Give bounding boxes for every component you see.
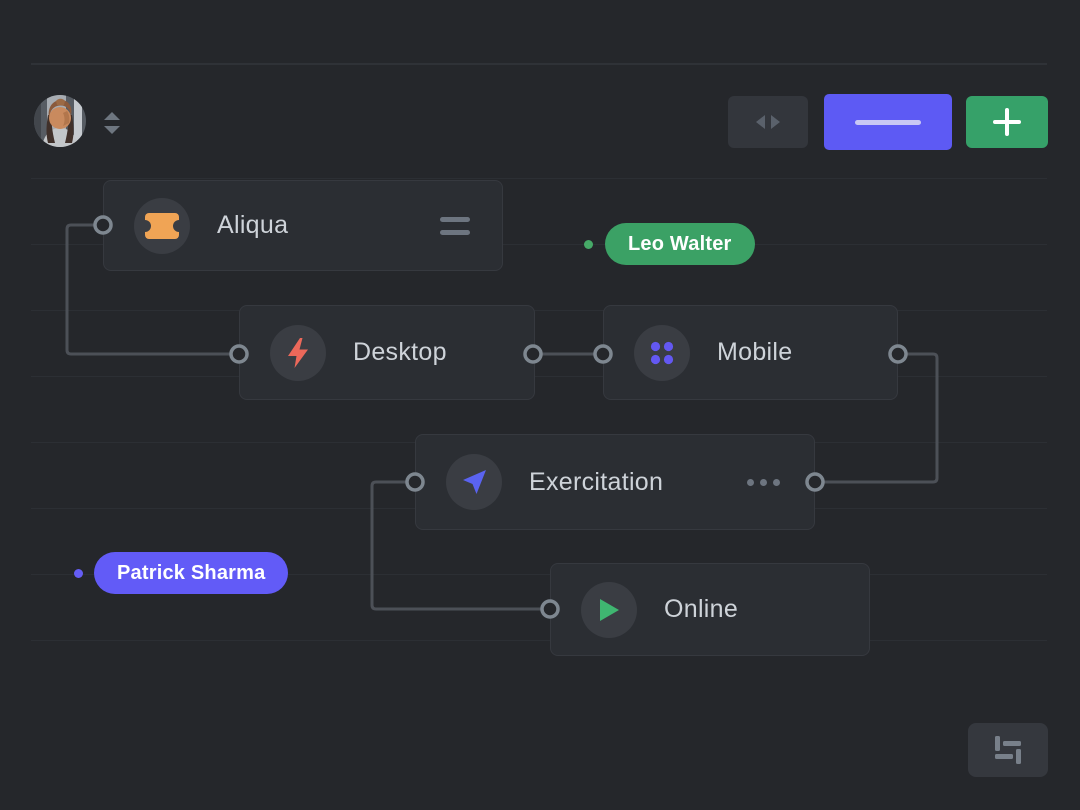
node-label: Aliqua [217,211,289,239]
node-mobile[interactable]: Mobile [603,305,898,400]
node-icon-circle [134,197,190,254]
grid-line [31,376,1047,377]
port-exercitation-left[interactable] [405,472,425,492]
ellipsis-icon[interactable] [747,478,780,486]
node-icon-circle [446,454,502,510]
node-exercitation[interactable]: Exercitation [415,434,815,530]
equals-menu-icon[interactable] [440,216,470,235]
avatar-sort-control[interactable] [101,109,123,137]
grid-line [31,310,1047,311]
port-desktop-left[interactable] [229,344,249,364]
node-icon-circle [634,324,690,381]
sort-up-down-icon [104,112,120,134]
badge-label: Leo Walter [628,232,732,255]
port-mobile-right[interactable] [888,344,908,364]
primary-button[interactable] [824,94,952,150]
plus-icon [993,108,1021,136]
node-label: Mobile [717,338,793,366]
node-label: Online [664,595,739,623]
node-icon-circle [270,324,326,381]
settings-button[interactable] [968,723,1048,777]
node-label: Desktop [353,338,447,366]
collapse-button[interactable] [728,96,808,148]
sliders-icon [995,736,1021,764]
port-mobile-left[interactable] [593,344,613,364]
node-desktop[interactable]: Desktop [239,305,535,400]
add-button[interactable] [966,96,1048,148]
badge-dot-green [584,240,593,249]
horizontal-arrows-icon [756,115,780,129]
grid-line [31,244,1047,245]
node-aliqua[interactable]: Aliqua [103,180,503,271]
badge-dot-indigo [74,569,83,578]
lightning-icon [288,337,308,368]
port-exercitation-right[interactable] [805,472,825,492]
play-icon [600,598,619,621]
port-online-left[interactable] [540,599,560,619]
node-online[interactable]: Online [550,563,870,656]
dots-grid-icon [650,341,674,364]
minimized-line [855,119,921,125]
badge-leo-walter[interactable]: Leo Walter [605,223,755,265]
send-arrow-icon [463,470,486,494]
grid-line [31,178,1047,179]
ticket-icon [145,212,179,239]
badge-label: Patrick Sharma [117,561,266,584]
user-avatar[interactable] [34,95,86,147]
node-label: Exercitation [529,467,664,496]
user-avatar-photo [34,95,86,147]
port-desktop-right[interactable] [523,344,543,364]
node-icon-circle [581,581,637,638]
port-aliqua-left[interactable] [93,215,113,235]
header-divider [31,63,1047,65]
grid-line [31,640,1047,641]
badge-patrick-sharma[interactable]: Patrick Sharma [94,552,289,594]
